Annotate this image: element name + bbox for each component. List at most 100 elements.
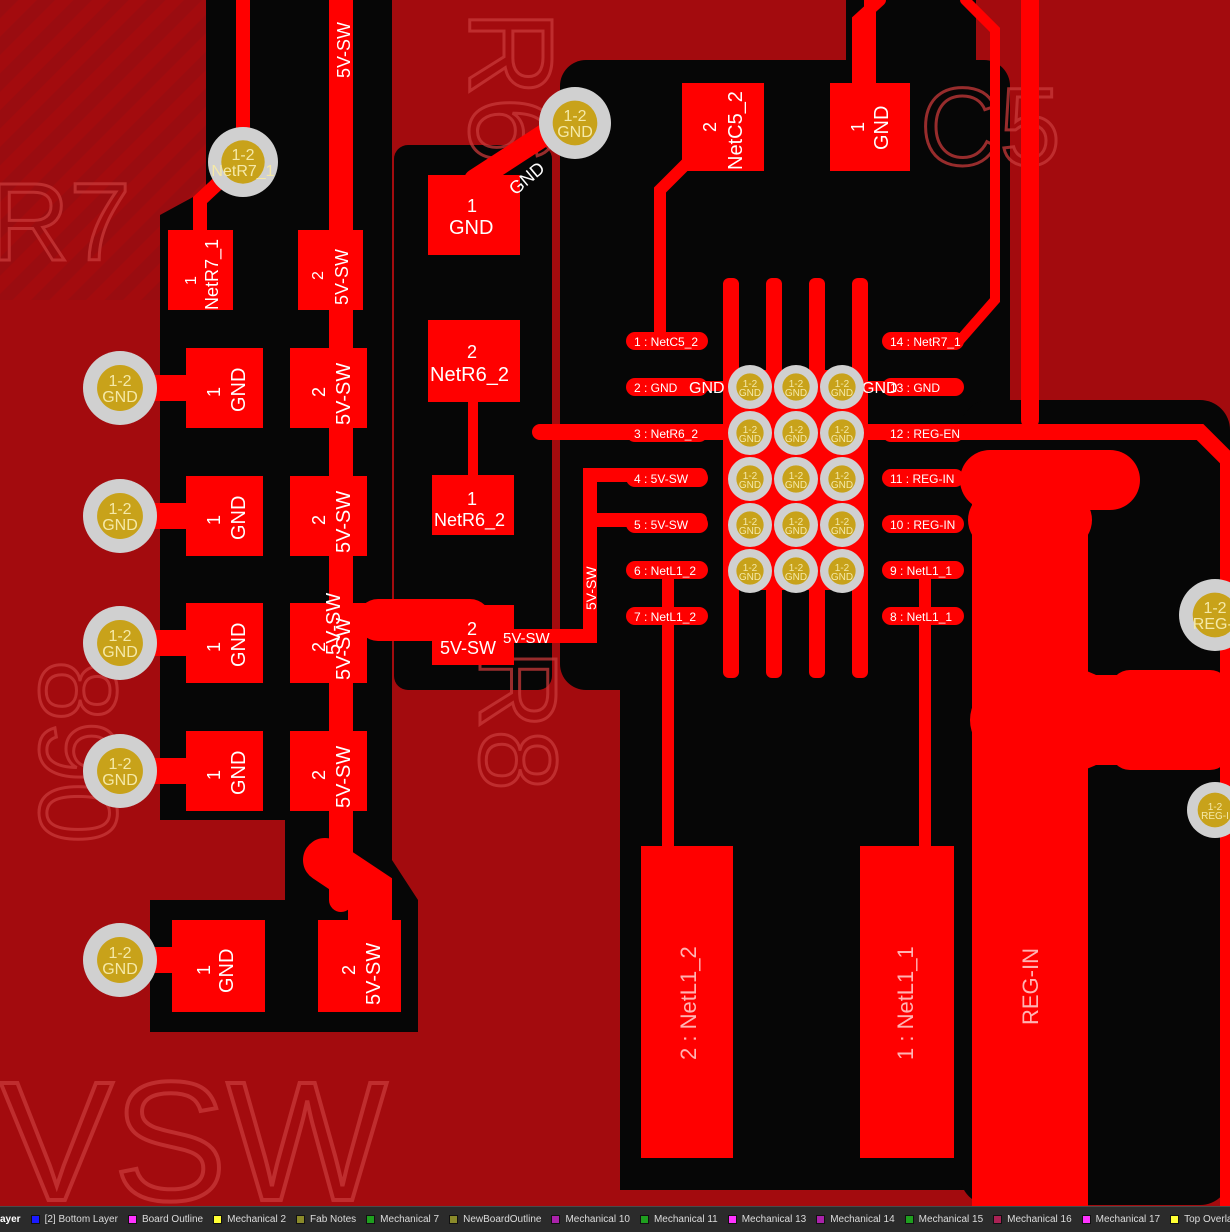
layer-color-swatch: [727, 1215, 737, 1224]
via-group[interactable]: 1-2NetR7_11-2GND1-2GND1-2GND1-2GND1-2GND…: [83, 87, 1230, 997]
ic-pin-right-8[interactable]: 8 : NetL1_1: [882, 607, 964, 625]
layer-tab[interactable]: Top Overlay: [1166, 1207, 1230, 1232]
ic-pin-left-7[interactable]: 7 : NetL1_2: [626, 607, 708, 625]
c5-footprint[interactable]: 2 NetC5_2 1 GND: [682, 83, 910, 171]
svg-text:GND: GND: [216, 949, 238, 993]
cap-e[interactable]: 1 GND 2 5V-SW: [172, 920, 401, 1012]
svg-text:2: 2: [339, 965, 359, 975]
r7-pad-2[interactable]: [298, 230, 363, 310]
ic-pin-left-2[interactable]: 2 : GND: [626, 378, 708, 396]
svg-text:NetC5_2: NetC5_2: [725, 91, 747, 170]
r7-pad-1[interactable]: [168, 230, 233, 310]
cap-d[interactable]: 1 GND 2 5V-SW: [186, 731, 367, 811]
r7-footprint[interactable]: 1 NetR7_1 2 5V-SW: [168, 230, 363, 310]
layer-tab[interactable]: Mechanical 14: [812, 1207, 900, 1232]
svg-text:2: 2: [700, 122, 720, 132]
ic-pin-label: 10 : REG-IN: [890, 518, 955, 532]
ic-pin-left-3[interactable]: 3 : NetR6_2: [626, 424, 708, 442]
ic-pin-right-11[interactable]: 11 : REG-IN: [882, 469, 964, 487]
layer-color-swatch: [551, 1215, 561, 1224]
svg-text:1: 1: [848, 122, 868, 132]
via-net: GND: [785, 572, 807, 583]
ic-pin-label: 2 : GND: [634, 381, 678, 395]
layer-tab[interactable]: Mechanical 10: [547, 1207, 635, 1232]
via-net: GND: [102, 644, 138, 661]
cap-a[interactable]: 1 GND 2 5V-SW: [186, 348, 367, 428]
ic-pin-left-6[interactable]: 6 : NetL1_2: [626, 561, 708, 579]
via-label: 1-2: [743, 563, 758, 574]
layer-tab-label: [2] Bottom Layer: [44, 1214, 118, 1225]
via-label: 1-2: [108, 628, 131, 645]
ic-pin-left-4[interactable]: 4 : 5V-SW: [626, 469, 708, 487]
ic-pin-right-13[interactable]: 13 : GND: [882, 378, 964, 396]
layer-tab[interactable]: Mechanical 16: [989, 1207, 1077, 1232]
layer-tab-label: Mechanical 2: [227, 1214, 287, 1225]
ic-pin-label: 12 : REG-EN: [890, 427, 960, 441]
ic-pin-left-1[interactable]: 1 : NetC5_2: [626, 332, 708, 350]
layer-tab[interactable]: Mechanical 13: [724, 1207, 812, 1232]
via-label: 1-2: [231, 147, 254, 164]
r7-pad-1-num: 1: [183, 276, 200, 285]
layer-tab[interactable]: NewBoardOutline: [445, 1207, 547, 1232]
svg-text:1: 1: [204, 770, 224, 780]
via-label: 1-2: [835, 471, 850, 482]
layer-tab[interactable]: Fab Notes: [292, 1207, 362, 1232]
svg-text:2: 2: [309, 770, 329, 780]
layer-tab[interactable]: Mechanical 17: [1078, 1207, 1166, 1232]
ic-pins-left[interactable]: 1 : NetC5_2 2 : GND 3 : NetR6_2 4 : 5V-SW 5 …: [626, 332, 708, 625]
layer-tab-label: Mechanical 14: [830, 1214, 895, 1225]
layer-tab-label: Mechanical 16: [1007, 1214, 1072, 1225]
layer-tab[interactable]: Mechanical 11: [636, 1207, 724, 1232]
layer-tab[interactable]: ayer: [0, 1207, 27, 1232]
ic-pin-label: 13 : GND: [890, 381, 940, 395]
layer-tab[interactable]: Mechanical 15: [901, 1207, 989, 1232]
ic-pin-left-5[interactable]: 5 : 5V-SW: [626, 515, 708, 533]
svg-text:NetR6_2: NetR6_2: [430, 364, 509, 386]
cap-c[interactable]: 1 GND 2 5V-SW 5V-SW: [186, 593, 367, 683]
layer-tab-label: Mechanical 10: [565, 1214, 630, 1225]
ic-pin-right-14[interactable]: 14 : NetR7_1: [882, 332, 964, 350]
layer-tab[interactable]: Mechanical 2: [209, 1207, 292, 1232]
svg-text:GND: GND: [228, 496, 250, 540]
ic-pin-right-9[interactable]: 9 : NetL1_1: [882, 561, 964, 579]
trace-label-5vsw-top: 5V-SW: [334, 22, 354, 78]
ic-pin-label: 1 : NetC5_2: [634, 335, 698, 349]
ic-pin-right-12[interactable]: 12 : REG-EN: [882, 424, 964, 442]
l1-footprint[interactable]: 2 : NetL1_2 1 : NetL1_1: [641, 846, 954, 1158]
r7-pad-2-num: 2: [310, 271, 327, 280]
cap-b[interactable]: 1 GND 2 5V-SW: [186, 476, 367, 556]
layer-tab[interactable]: Mechanical 7: [362, 1207, 445, 1232]
layer-tab[interactable]: Board Outline: [124, 1207, 209, 1232]
svg-text:1 : NetL1_1: 1 : NetL1_1: [893, 946, 918, 1060]
layer-tab[interactable]: [2] Bottom Layer: [27, 1207, 124, 1232]
gnd-right-label: GND: [862, 380, 898, 397]
ic-pin-right-10[interactable]: 10 : REG-IN: [882, 515, 964, 533]
via-label: 1-2: [1208, 802, 1223, 813]
ic-pins-right[interactable]: 14 : NetR7_1 13 : GND 12 : REG-EN 11 : REG-…: [882, 332, 964, 625]
pcb-canvas[interactable]: R6 R7 R8 C5 890 VSW: [0, 0, 1230, 1206]
